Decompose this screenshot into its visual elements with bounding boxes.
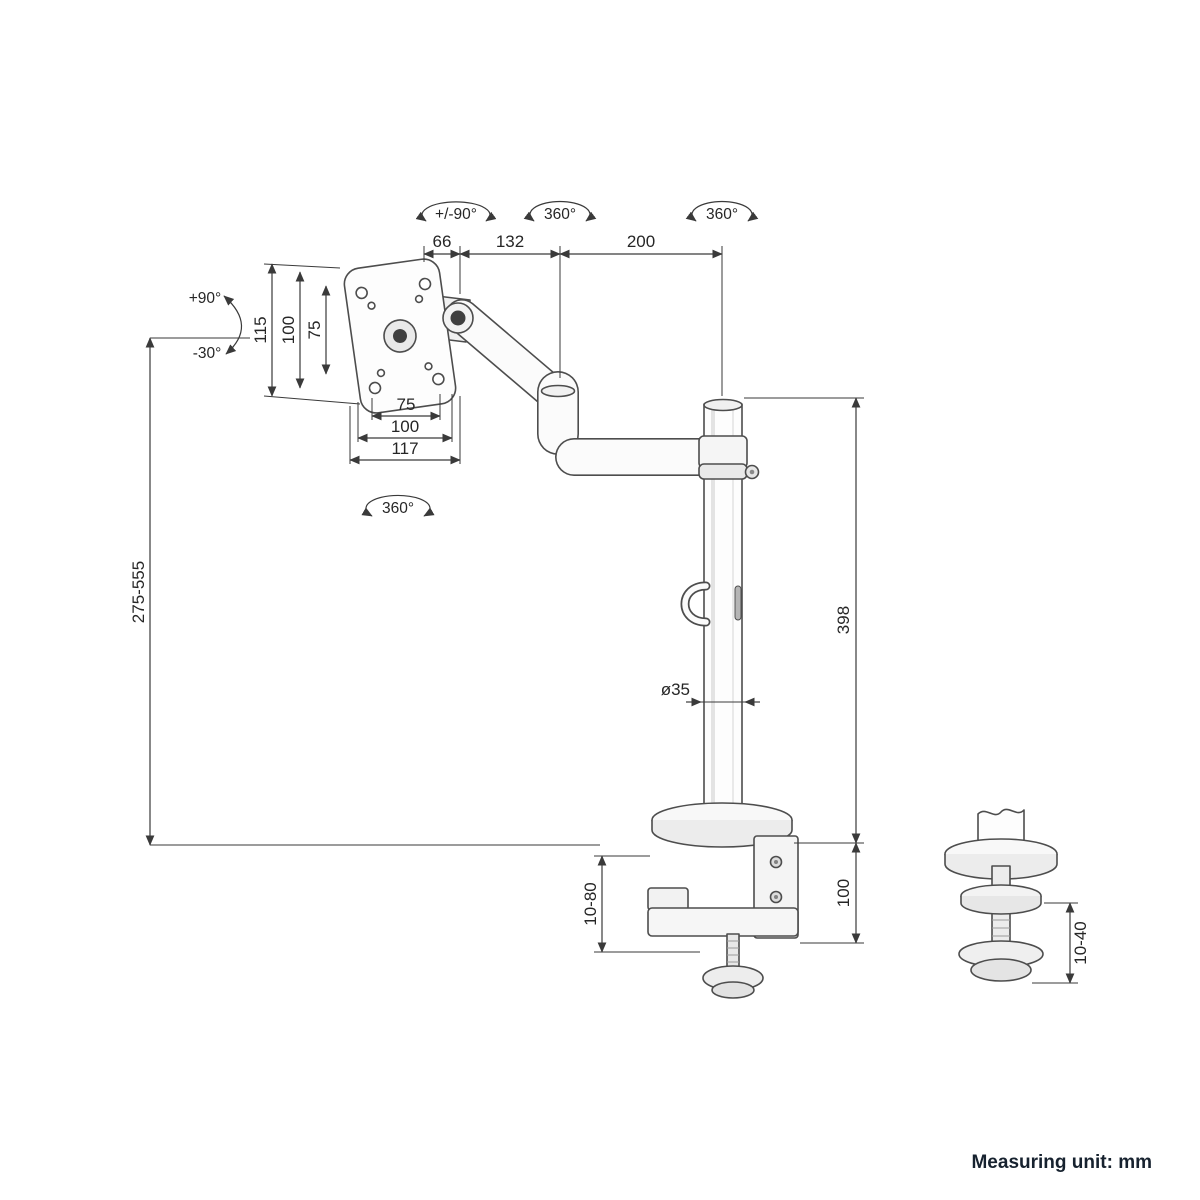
dim-pole-height-label: 398: [834, 606, 853, 634]
pole-collar: [698, 435, 760, 480]
dim-plate-vertical: 115 100 75: [251, 263, 361, 405]
dim-pole-diameter-label: ø35: [661, 680, 690, 699]
grommet-detail: [944, 808, 1058, 982]
dim-clamp-range-label: 10-80: [581, 882, 600, 925]
dim-clamp-height: 100: [834, 879, 853, 907]
dim-clamp-range: 10-80: [581, 855, 700, 953]
dim-height-range-label: 275-555: [129, 561, 148, 623]
pole-top-cap: [703, 398, 743, 412]
dim-grommet-range-label: 10-40: [1071, 921, 1090, 964]
desk-clamp: [647, 835, 799, 999]
detail-washer: [960, 884, 1042, 915]
measuring-unit-note: Measuring unit: mm: [971, 1152, 1152, 1173]
dim-vesa-horizontal-100: 100: [391, 417, 419, 436]
dim-height-range: 275-555: [129, 337, 600, 846]
rotation-head-swivel: +/-90°: [415, 201, 497, 223]
dim-vesa-horizontal-75: 75: [397, 395, 416, 414]
dim-plate-height: 115: [251, 316, 270, 343]
dim-plate-width: 117: [391, 439, 418, 458]
clamp-jaw: [647, 907, 799, 937]
dim-grommet-range: 10-40: [1032, 902, 1090, 984]
ball-joint: [442, 302, 474, 334]
dim-top-chain: 66 132 200: [423, 232, 723, 396]
rotation-elbow-label: 360°: [544, 206, 576, 223]
rotation-vesa-label: 360°: [382, 500, 414, 517]
dim-rear-arm: 200: [627, 232, 655, 251]
dim-front-arm: 132: [496, 232, 524, 251]
pole-slot: [734, 585, 742, 621]
tilt-up-label: +90°: [189, 290, 222, 307]
dim-vesa-vertical-75: 75: [305, 321, 324, 340]
clamp-knob: [702, 965, 764, 999]
rotation-head-swivel-label: +/-90°: [435, 206, 477, 223]
rotation-vesa: 360°: [361, 494, 435, 517]
rotation-elbow: 360°: [523, 200, 597, 223]
tilt-down-label: -30°: [193, 345, 222, 362]
dim-pole-height: 398 100: [744, 397, 864, 944]
dim-pole-diameter: ø35: [661, 680, 760, 707]
tilt-indicator: +90° -30°: [189, 290, 243, 362]
dim-head-offset: 66: [433, 232, 452, 251]
clamp-pad: [647, 887, 689, 911]
arm-elbow-joint: [537, 371, 579, 455]
vesa-plate: [343, 258, 457, 414]
detail-knob: [958, 940, 1044, 982]
vesa-holes: [355, 277, 445, 395]
rotation-pole-label: 360°: [706, 206, 738, 223]
dim-plate-horizontal: 75 100 117: [349, 394, 461, 465]
cable-clip: [680, 581, 742, 627]
rotation-pole: 360°: [685, 200, 759, 223]
dim-vesa-vertical-100: 100: [279, 316, 298, 344]
